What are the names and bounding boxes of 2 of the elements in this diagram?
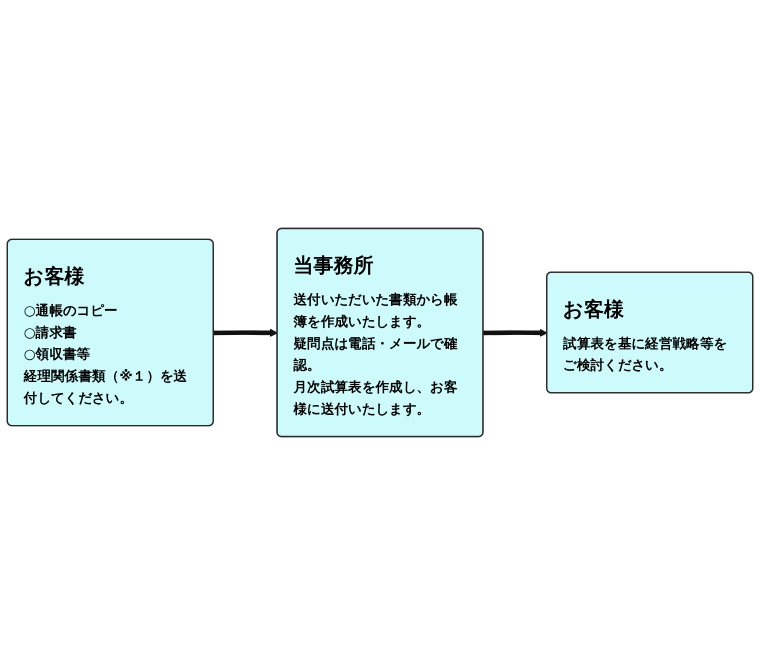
arrow: [483, 328, 548, 337]
arrow: [214, 328, 278, 337]
